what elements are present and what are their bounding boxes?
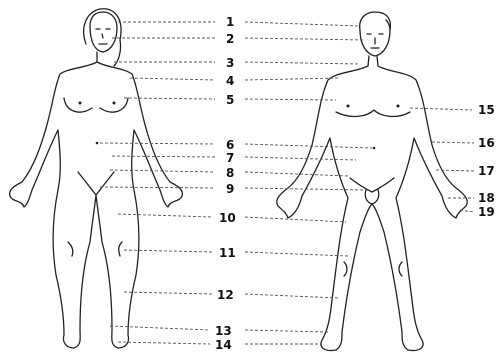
label-6: 6 xyxy=(226,138,234,152)
leader-4-right xyxy=(245,78,340,80)
male-genitals xyxy=(350,178,394,204)
female-nipple-left xyxy=(79,102,82,105)
label-14: 14 xyxy=(215,338,232,352)
leader-9-right xyxy=(245,188,364,190)
female-head xyxy=(90,12,117,52)
female-body xyxy=(10,52,183,348)
leader-12-right xyxy=(245,294,338,298)
male-chest xyxy=(336,110,410,116)
female-figure xyxy=(10,9,183,348)
label-1: 1 xyxy=(226,15,234,29)
label-9: 9 xyxy=(226,182,234,196)
leader-6-right xyxy=(245,144,372,148)
leader-13-right xyxy=(245,330,328,332)
male-face xyxy=(367,34,383,48)
female-chest xyxy=(64,98,128,112)
leader-lines xyxy=(100,22,474,344)
leader-4-left xyxy=(130,78,215,80)
leader-15 xyxy=(410,108,472,110)
leader-13-left xyxy=(110,326,210,330)
female-pelvis xyxy=(78,172,114,195)
leader-12-left xyxy=(124,292,212,294)
leader-10-right xyxy=(245,217,346,222)
label-4: 4 xyxy=(226,74,234,88)
label-13: 13 xyxy=(215,324,232,338)
leader-6-left xyxy=(100,143,215,144)
leader-11-right xyxy=(245,252,348,256)
leader-16 xyxy=(432,142,474,143)
male-hair xyxy=(360,12,391,30)
label-11: 11 xyxy=(219,246,236,260)
leader-1-right xyxy=(245,22,360,26)
label-7: 7 xyxy=(226,151,234,165)
leader-7-left xyxy=(112,156,215,157)
label-12: 12 xyxy=(217,288,234,302)
leader-3-right xyxy=(245,62,360,64)
leader-19 xyxy=(460,210,474,212)
label-10: 10 xyxy=(219,211,236,225)
label-18: 18 xyxy=(478,191,495,205)
female-knees xyxy=(68,242,122,256)
label-5: 5 xyxy=(226,93,234,107)
leader-10-left xyxy=(118,214,212,217)
label-17: 17 xyxy=(478,164,495,178)
label-16: 16 xyxy=(478,136,495,150)
number-labels: 1 2 3 4 5 6 7 8 9 10 11 12 13 14 15 16 1… xyxy=(215,15,495,352)
leader-5-left xyxy=(124,98,215,99)
male-navel xyxy=(373,147,376,150)
label-2: 2 xyxy=(226,32,234,46)
female-navel xyxy=(96,142,99,145)
leader-14-left xyxy=(118,342,210,344)
female-nipple-right xyxy=(113,102,116,105)
label-3: 3 xyxy=(226,56,234,70)
male-nipple-left xyxy=(347,105,350,108)
leader-9-left xyxy=(100,187,215,188)
label-15: 15 xyxy=(478,103,495,117)
leader-8-right xyxy=(245,172,348,176)
female-eyes xyxy=(96,29,110,44)
leader-7-right xyxy=(245,157,356,160)
leader-2-right xyxy=(245,38,364,40)
male-body xyxy=(277,56,468,351)
male-nipple-right xyxy=(397,105,400,108)
label-19: 19 xyxy=(478,205,495,219)
leader-11-left xyxy=(124,250,212,252)
label-8: 8 xyxy=(226,166,234,180)
